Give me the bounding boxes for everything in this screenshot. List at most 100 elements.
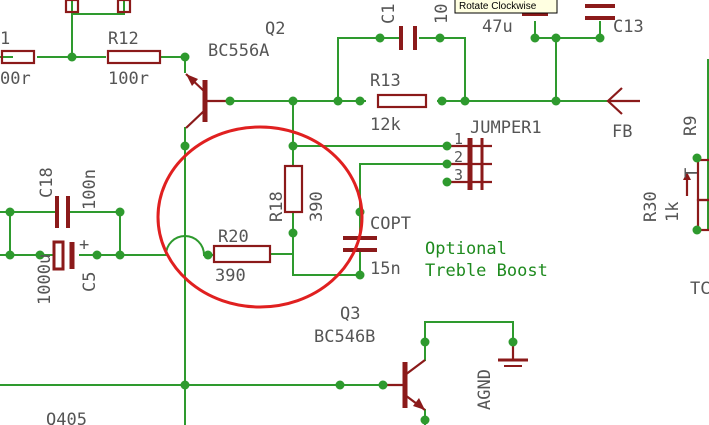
junction-dot (333, 96, 343, 106)
ground-agnd-icon (498, 345, 528, 367)
junction-dot (92, 250, 102, 260)
junction-dot (180, 141, 190, 151)
transistor-q3 (385, 359, 426, 411)
junction-dot (420, 415, 430, 425)
junction-dot (375, 33, 385, 43)
junction-dot (442, 177, 452, 187)
label-r18: R18 (267, 191, 287, 222)
junction-dot (115, 207, 125, 217)
label-c1-value: 10 (432, 4, 452, 24)
junction-dot (335, 380, 345, 390)
junction-dot (460, 96, 470, 106)
junction-dot (530, 33, 540, 43)
label-agnd: AGND (475, 369, 495, 410)
annotation-treble-boost: Treble Boost (425, 261, 548, 281)
label-r30-value: 1k (663, 202, 683, 222)
label-c1: C1 (379, 4, 399, 24)
junction-dot (288, 228, 298, 238)
jumper-jumper1 (447, 138, 492, 190)
junction-dot (225, 96, 235, 106)
label-pin1: 1 (454, 130, 463, 148)
resistor-r12 (106, 49, 162, 65)
junction-dot (420, 337, 430, 347)
junction-dot (378, 380, 388, 390)
resistor-r11 (0, 49, 36, 65)
label-c18: C18 (37, 167, 57, 198)
resistor-r9 (696, 198, 709, 232)
junction-dot (355, 96, 365, 106)
junctions (5, 33, 702, 425)
junction-dot (67, 52, 77, 62)
junction-dot (442, 141, 452, 151)
label-plus: + (79, 235, 89, 255)
label-fb: FB (612, 122, 632, 142)
label-r13-value: 12k (370, 115, 401, 135)
junction-dot (692, 153, 702, 163)
label-copt-value: 15n (370, 259, 401, 279)
transistor-q2 (185, 73, 228, 129)
label-q3: Q3 (340, 304, 360, 324)
junction-dot (35, 250, 45, 260)
junction-dot (180, 52, 190, 62)
label-47u: 47u (482, 17, 513, 37)
junction-dot (442, 159, 452, 169)
junction-dot (435, 33, 445, 43)
tooltip-box (454, 0, 558, 14)
capacitor-c1 (399, 26, 417, 50)
junction-dot (437, 96, 447, 106)
junction-dot (5, 250, 15, 260)
label-q2-part: BC556A (208, 41, 269, 61)
components (0, 0, 709, 411)
labels: 1 00r R12 100r Q2 BC556A C1 10 47u C13 R… (0, 4, 709, 425)
label-pin3: 3 (454, 166, 463, 184)
junction-dot (551, 33, 561, 43)
capacitor-c5 (52, 240, 75, 271)
label-r30: R30 (641, 191, 661, 222)
junction-dot (355, 270, 365, 280)
junction-dot (551, 96, 561, 106)
label-r11: 1 (0, 29, 10, 49)
label-c5: C5 (80, 272, 100, 292)
tooltip-text: Rotate Clockwise (459, 1, 537, 12)
label-r9: R9 (681, 116, 701, 136)
capacitor-c13 (585, 4, 615, 20)
label-r13: R13 (370, 71, 401, 91)
annotation-optional: Optional (425, 239, 507, 259)
junction-dot (288, 96, 298, 106)
label-r20-value: 390 (215, 266, 246, 286)
label-copt: COPT (370, 214, 411, 234)
resistor-r18 (283, 164, 304, 214)
component-partial (64, 0, 80, 14)
wire-crossover (164, 235, 206, 257)
label-pin2: 2 (454, 148, 463, 166)
junction-dot (203, 250, 213, 260)
junction-dot (115, 250, 125, 260)
highlight-circle (156, 125, 364, 309)
tooltip: Rotate Clockwise (454, 0, 558, 14)
junction-dot (508, 337, 518, 347)
label-jumper1: JUMPER1 (470, 118, 542, 138)
label-r12-value: 100r (108, 69, 149, 89)
label-r20: R20 (218, 227, 249, 247)
label-r18-value: 390 (307, 191, 327, 222)
junction-dot (180, 380, 190, 390)
label-tc: TC (690, 279, 709, 299)
junction-dot (5, 207, 15, 217)
component-partial (116, 0, 132, 14)
label-c18-value: 100n (80, 169, 100, 210)
resistor-r13 (376, 93, 428, 109)
label-r12: R12 (108, 29, 139, 49)
resistor-r20 (212, 244, 272, 264)
label-t: T (682, 168, 702, 178)
label-c13: C13 (613, 17, 644, 37)
junction-dot (692, 225, 702, 235)
junction-dot (595, 33, 605, 43)
label-bottom-partial: Q405 (46, 410, 87, 425)
junction-dot (288, 141, 298, 151)
label-c5-value: 1000u (35, 254, 55, 305)
label-r11-value: 00r (0, 69, 31, 89)
arrow-icon (683, 172, 691, 180)
